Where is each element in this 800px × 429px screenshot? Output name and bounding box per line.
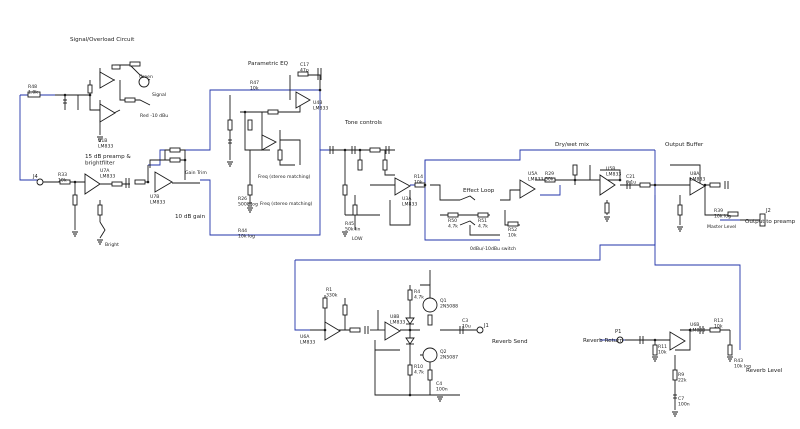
bright-switch <box>99 221 106 239</box>
section-titles: Signal/Overload Circuit Parametric EQ To… <box>70 37 796 374</box>
title-dry-wet: Dry/wet mix <box>555 142 590 148</box>
reverb-return-jack <box>616 336 624 344</box>
diode-d2 <box>405 337 415 345</box>
opamp-u8b <box>384 321 401 341</box>
label-loop-switch: 0dBu/-10dBu switch <box>470 246 516 252</box>
loop-switch <box>459 195 476 201</box>
label-j4: J4 <box>32 174 39 180</box>
title-parametric-eq: Parametric EQ <box>248 61 289 67</box>
opamp-u4b <box>295 91 311 109</box>
transistor-q2 <box>422 347 438 363</box>
title-reverb-send: Reverb Send <box>492 339 528 345</box>
opamp-u4a <box>261 134 277 151</box>
label-j1: J1 <box>483 323 489 329</box>
opamp-u3a <box>394 177 411 196</box>
reverb-send-jack <box>476 326 484 334</box>
opamp-u5b <box>599 174 616 196</box>
title-effect-loop: Effect Loop <box>463 188 495 194</box>
opamp-u6a <box>324 321 341 341</box>
title-output-preamp: Output to preamp <box>745 219 796 225</box>
title-preamp: 15 dB preamp &brightfilter <box>85 154 131 166</box>
opamp-u7b <box>154 171 173 193</box>
label-green: Green <box>139 74 153 80</box>
opamp-u5a <box>519 179 536 199</box>
output-connector <box>759 213 766 227</box>
title-reverb-return: Reverb Return <box>583 338 623 344</box>
opamp-u6b <box>669 331 686 351</box>
title-gain10: 10 dB gain <box>175 214 206 220</box>
transistor-q3 <box>138 76 150 88</box>
title-signal-overload: Signal/Overload Circuit <box>70 37 135 43</box>
signal-wires <box>19 89 741 350</box>
opamp-u7a <box>84 173 101 195</box>
label-red: Red -10 dBu <box>140 113 168 119</box>
label-freq-stereo: Freq (stereo matching) <box>258 174 311 180</box>
title-tone-controls: Tone controls <box>344 120 382 126</box>
opamp-u1a <box>99 103 116 123</box>
diode-d1 <box>405 317 415 325</box>
opamp-u1b <box>99 71 115 89</box>
label-p1: P1 <box>615 329 621 335</box>
label-signal: Signal <box>152 92 166 98</box>
components <box>27 61 766 417</box>
title-output-buffer: Output Buffer <box>665 142 704 148</box>
label-master-level: Master Level <box>707 224 736 230</box>
label-low: LOW <box>352 236 363 242</box>
opamp-u8a <box>689 177 706 196</box>
transistor-q1 <box>422 297 438 313</box>
input-jack-j4 <box>36 178 44 186</box>
label-bright: Bright <box>105 242 119 248</box>
label-gain-trim: Gain Trim <box>185 170 207 176</box>
label-freq-stereo-2: Freq (stereo matching) <box>260 201 313 207</box>
label-j2: J2 <box>765 208 771 214</box>
title-reverb-level: Reverb Level <box>746 368 783 374</box>
